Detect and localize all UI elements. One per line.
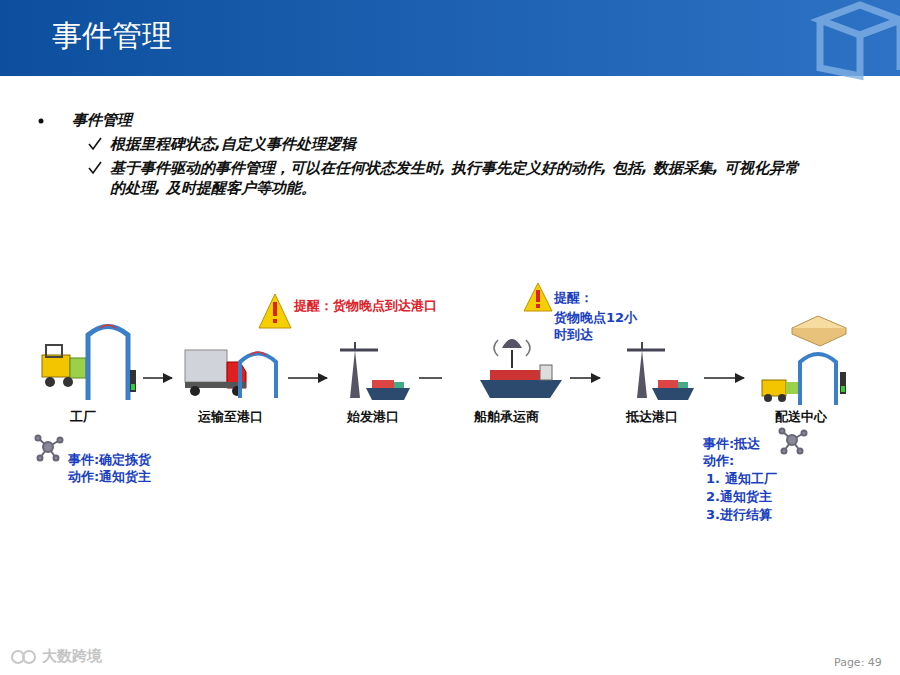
stage-node: 始发港口 xyxy=(331,320,415,426)
flow-arrow xyxy=(419,377,442,379)
alert-text: 提醒：货物晚点到达港口 xyxy=(294,298,437,315)
warning-icon xyxy=(259,283,552,328)
stage-label: 运输至港口 xyxy=(176,408,284,426)
flow-arrow xyxy=(704,377,744,379)
watermark: 大数跨境 xyxy=(42,647,102,667)
stage-node: 工厂 xyxy=(26,320,139,426)
bullet-text: 基于事件驱动的事件管理，可以在任何状态发生时, 执行事先定义好的动作, 包括, … xyxy=(110,159,810,198)
crane-ship-icon xyxy=(340,342,410,400)
stage-node: 抵达港口 xyxy=(604,320,700,426)
action-text: 3.进行结算 xyxy=(706,507,772,524)
stage-node: 配送中心 xyxy=(748,320,854,426)
watermark-logo xyxy=(12,651,35,663)
carrier-ship-icon xyxy=(480,339,562,398)
flow-arrow xyxy=(143,377,172,379)
crane-ship-icon xyxy=(627,342,694,400)
stage-label: 配送中心 xyxy=(748,408,854,426)
event-text: 事件:确定拣货 xyxy=(68,452,151,469)
alert-text: 提醒： xyxy=(554,290,593,307)
bullet-text: 根据里程碑状态,自定义事件处理逻辑 xyxy=(110,135,356,155)
page-number: Page: 49 xyxy=(834,656,882,670)
stage-label: 船舶承运商 xyxy=(446,408,566,426)
action-text: 1. 通知工厂 xyxy=(706,471,777,488)
stage-label: 始发港口 xyxy=(331,408,415,426)
distribution-icon xyxy=(762,316,846,405)
alert-text: 货物晚点12小时到达 xyxy=(554,310,644,344)
stage-node: 运输至港口 xyxy=(176,320,284,426)
flow-arrow xyxy=(570,377,600,379)
logo-cube xyxy=(820,5,900,76)
factory-icon xyxy=(42,325,136,400)
stage-node: 船舶承运商 xyxy=(446,320,566,426)
flow-arrow xyxy=(288,377,327,379)
page-title: 事件管理 xyxy=(52,16,172,57)
bullet-heading: 事件管理 xyxy=(72,111,132,131)
stage-label: 工厂 xyxy=(26,408,139,426)
stage-label: 抵达港口 xyxy=(604,408,700,426)
action-text: 动作:通知货主 xyxy=(68,469,151,486)
action-text: 2.通知货主 xyxy=(706,489,772,506)
header-bar xyxy=(0,0,900,76)
truck-icon xyxy=(185,350,276,398)
action-text: 动作: xyxy=(703,453,734,470)
event-text: 事件:抵达 xyxy=(703,436,760,453)
